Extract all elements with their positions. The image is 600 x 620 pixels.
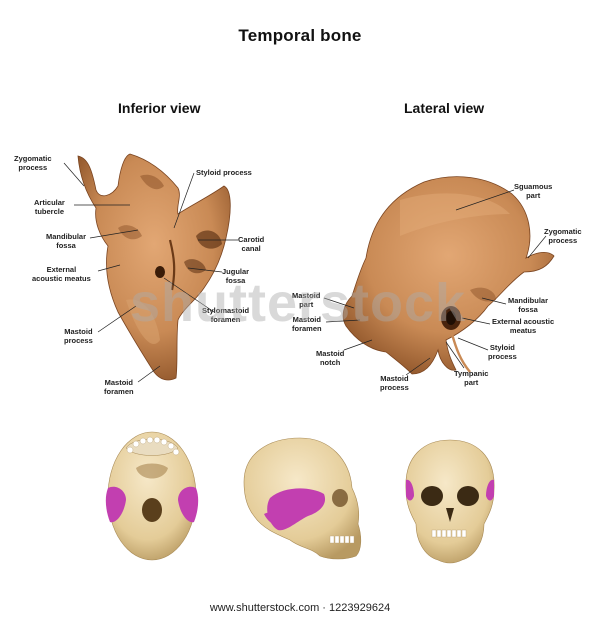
inferior-stylomastoid-hole bbox=[155, 266, 165, 278]
page-title: Temporal bone bbox=[238, 26, 362, 45]
skull-lateral-thumbnail bbox=[243, 437, 362, 560]
watermark-text: shutterstock bbox=[130, 273, 467, 333]
inferior-view-title: Inferior view bbox=[118, 100, 201, 116]
skull-frontal-thumbnail bbox=[405, 439, 495, 564]
lateral-view-title: Lateral view bbox=[404, 100, 485, 116]
lateral-leader-lines bbox=[323, 189, 547, 376]
lateral-bone-main bbox=[342, 176, 555, 375]
inferior-temporal-bone bbox=[77, 153, 231, 381]
label-inferior-styloid-process: Styloid process bbox=[196, 168, 252, 177]
lateral-temporal-bone bbox=[342, 176, 555, 375]
footer-credit: www.shutterstock.com · 1223929624 bbox=[209, 602, 391, 614]
inferior-leader-lines bbox=[63, 162, 238, 383]
skull-inferior-thumbnail bbox=[105, 431, 199, 561]
